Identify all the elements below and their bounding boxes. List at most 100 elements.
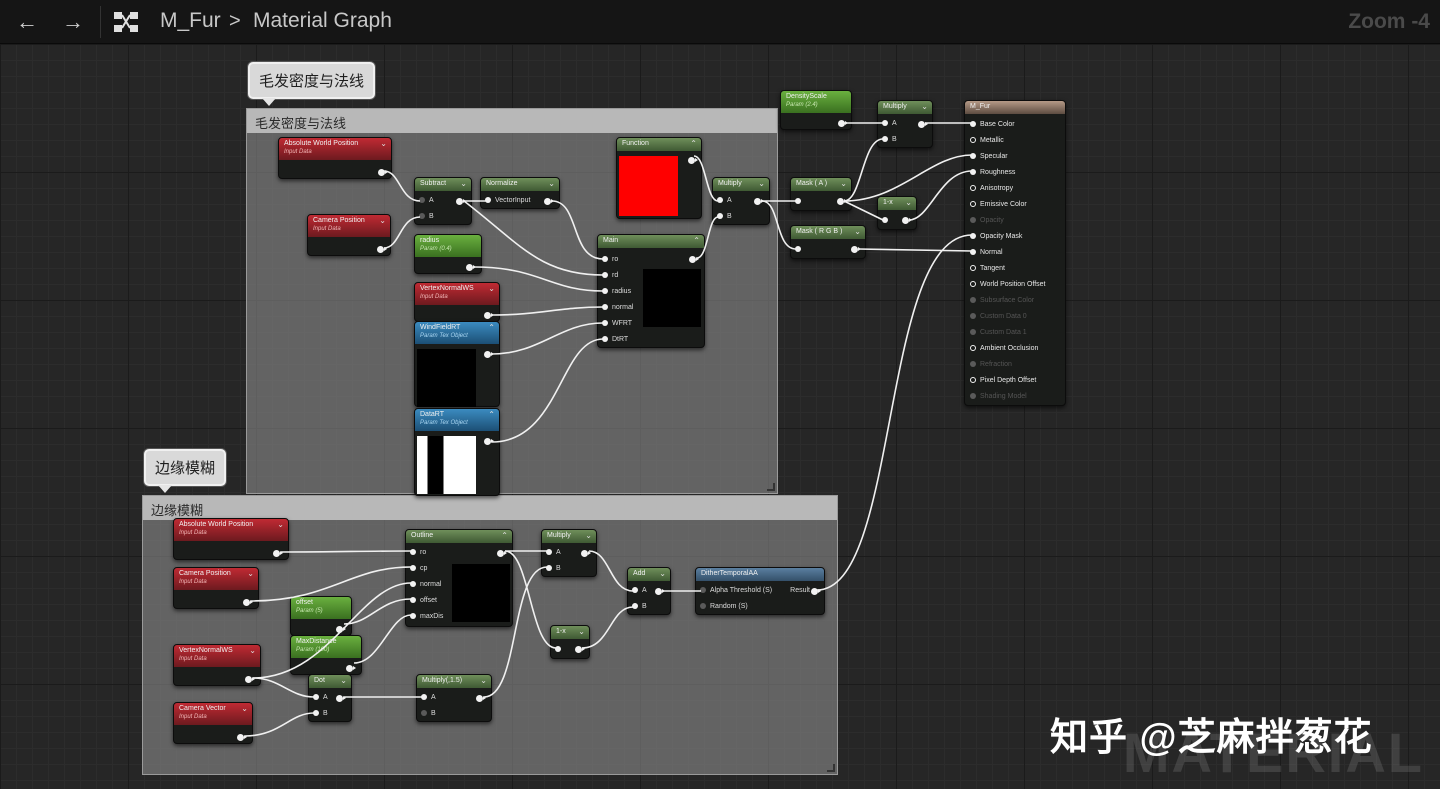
pin-icon[interactable]	[970, 313, 976, 320]
output-pin[interactable]	[837, 198, 847, 205]
output-pin[interactable]	[484, 312, 494, 319]
resize-grip[interactable]	[827, 764, 835, 772]
result-pin[interactable]: Specular	[970, 153, 1008, 160]
node-outline[interactable]: Outline⌃ ro cp normal offset maxDis	[405, 529, 513, 627]
result-pin[interactable]: Emissive Color	[970, 201, 1027, 208]
output-pin[interactable]	[575, 646, 585, 653]
pin-dtrt[interactable]: DtRT	[602, 336, 628, 343]
node-dither-temporal-aa[interactable]: DitherTemporalAA Alpha Threshold (S) Ran…	[695, 567, 825, 615]
comment-header-edge[interactable]: 边缘模糊	[143, 496, 837, 520]
output-pin[interactable]	[688, 157, 698, 164]
pin-ro[interactable]: ro	[410, 549, 426, 556]
node-mask-a[interactable]: Mask ( A )⌄	[790, 177, 852, 211]
node-subtract[interactable]: Subtract⌄ A B	[414, 177, 472, 225]
output-pin[interactable]	[497, 550, 507, 557]
result-pin[interactable]: Tangent	[970, 265, 1005, 272]
output-pin[interactable]	[754, 198, 764, 205]
chevron-down-icon[interactable]: ⌄	[488, 284, 495, 293]
chevron-down-icon[interactable]: ⌄	[247, 569, 254, 578]
chevron-down-icon[interactable]: ⌄	[548, 179, 555, 188]
pin-radius[interactable]: radius	[602, 288, 631, 295]
pin-icon[interactable]	[970, 201, 976, 208]
breadcrumb-asset[interactable]: M_Fur	[160, 9, 221, 32]
chevron-up-icon[interactable]: ⌃	[501, 531, 508, 540]
output-pin[interactable]	[655, 588, 665, 595]
chevron-up-icon[interactable]: ⌃	[488, 410, 495, 419]
result-pin[interactable]: Refraction	[970, 361, 1012, 368]
chevron-down-icon[interactable]: ⌄	[480, 676, 487, 685]
input-pin[interactable]	[882, 217, 888, 223]
result-pin[interactable]: Shading Model	[970, 393, 1027, 400]
chevron-down-icon[interactable]: ⌄	[659, 569, 666, 578]
back-arrow-icon[interactable]: ←	[16, 9, 38, 34]
pin-icon[interactable]	[970, 329, 976, 336]
output-pin[interactable]	[689, 256, 699, 263]
node-multiply[interactable]: Multiply⌄ A B	[712, 177, 770, 225]
pin-icon[interactable]	[970, 281, 976, 288]
chevron-up-icon[interactable]: ⌃	[693, 236, 700, 245]
node-multiply[interactable]: Multiply⌄ A B	[877, 100, 933, 148]
chevron-down-icon[interactable]: ⌄	[854, 227, 861, 236]
result-pin[interactable]: Opacity	[970, 217, 1004, 224]
result-pin[interactable]: Subsurface Color	[970, 297, 1034, 304]
output-pin[interactable]	[484, 438, 494, 445]
node-one-minus[interactable]: 1-x⌄	[877, 196, 917, 230]
pin-alpha-threshold[interactable]: Alpha Threshold (S)	[700, 587, 772, 594]
result-pin[interactable]: Custom Data 0	[970, 313, 1027, 320]
pin-random[interactable]: Random (S)	[700, 603, 748, 610]
input-pin[interactable]	[555, 646, 561, 652]
pin-icon[interactable]	[970, 121, 976, 128]
pin-icon[interactable]	[970, 393, 976, 400]
input-pin[interactable]	[795, 246, 801, 252]
output-pin[interactable]	[245, 676, 255, 683]
pin-icon[interactable]	[970, 345, 976, 352]
pin-a[interactable]: A	[882, 120, 897, 127]
chevron-down-icon[interactable]: ⌄	[340, 676, 347, 685]
output-pin[interactable]	[456, 198, 466, 205]
chevron-down-icon[interactable]: ⌄	[840, 179, 847, 188]
node-main[interactable]: Main⌃ ro rd radius normal WFRT DtRT	[597, 234, 705, 348]
result-pin[interactable]: Metallic	[970, 137, 1004, 144]
pin-a[interactable]: A	[717, 197, 732, 204]
chevron-down-icon[interactable]: ⌄	[380, 139, 387, 148]
pin-icon[interactable]	[970, 217, 976, 224]
comment-bubble-edge[interactable]: 边缘模糊	[144, 449, 227, 493]
chevron-down-icon[interactable]: ⌄	[460, 179, 467, 188]
pin-icon[interactable]	[970, 233, 976, 240]
output-pin[interactable]	[851, 246, 861, 253]
output-pin[interactable]	[838, 120, 848, 127]
pin-icon[interactable]	[970, 169, 976, 176]
node-one-minus[interactable]: 1-x⌄	[550, 625, 590, 659]
comment-bubble-fur[interactable]: 毛发密度与法线	[248, 62, 376, 106]
output-pin[interactable]	[466, 264, 476, 271]
chevron-down-icon[interactable]: ⌄	[578, 627, 585, 636]
chevron-down-icon[interactable]: ⌄	[379, 216, 386, 225]
chevron-down-icon[interactable]: ⌄	[905, 198, 912, 207]
output-pin[interactable]	[237, 734, 247, 741]
node-mask-rgb[interactable]: Mask ( R G B )⌄	[790, 225, 866, 259]
pin-offset[interactable]: offset	[410, 597, 437, 604]
pin-icon[interactable]	[970, 297, 976, 304]
chevron-down-icon[interactable]: ⌄	[585, 531, 592, 540]
pin-wfrt[interactable]: WFRT	[602, 320, 632, 327]
pin-ro[interactable]: ro	[602, 256, 618, 263]
pin-a[interactable]: A	[421, 694, 436, 701]
output-pin[interactable]	[811, 588, 821, 595]
node-multiply[interactable]: Multiply⌄ A B	[541, 529, 597, 577]
result-pin[interactable]: Custom Data 1	[970, 329, 1027, 336]
chevron-down-icon[interactable]: ⌄	[241, 704, 248, 713]
pin-icon[interactable]	[970, 249, 976, 256]
output-pin[interactable]	[336, 695, 346, 702]
output-pin[interactable]	[377, 246, 387, 253]
pin-b[interactable]: B	[632, 603, 647, 610]
